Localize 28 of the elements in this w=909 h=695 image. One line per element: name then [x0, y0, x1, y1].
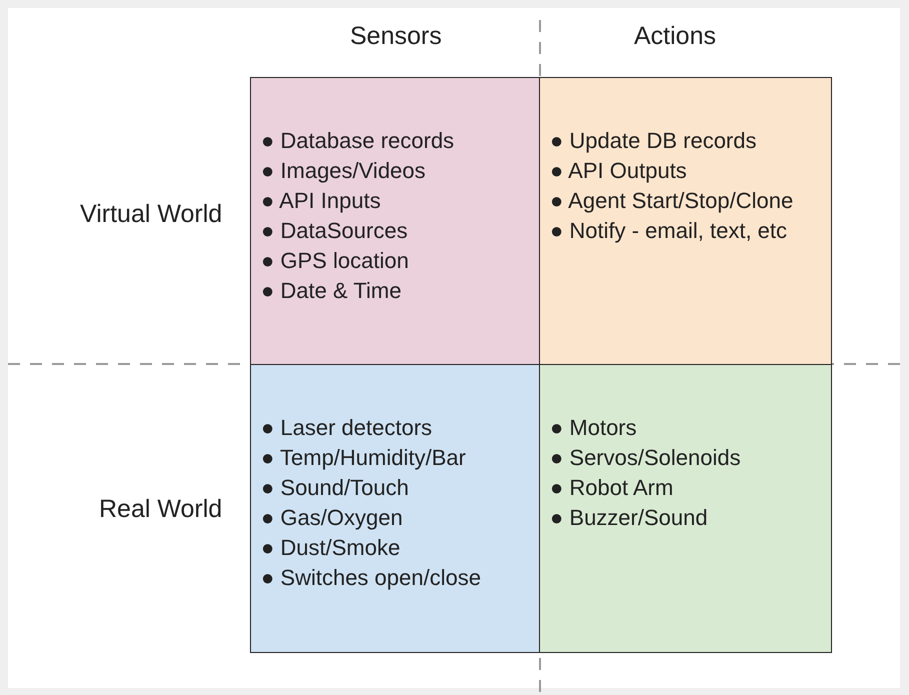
list-item: ● Temp/Humidity/Bar — [261, 444, 467, 472]
list-item: ● Sound/Touch — [261, 474, 410, 502]
list-item: ● API Outputs — [550, 157, 688, 185]
list-item: ● Update DB records — [550, 127, 758, 155]
list-item: ● Notify - email, text, etc — [550, 217, 788, 245]
list-item: ● Robot Arm — [550, 474, 674, 502]
list-item: ● DataSources — [261, 217, 409, 245]
quadrant-box — [250, 77, 541, 365]
list-item: ● Database records — [261, 127, 454, 155]
list-item: ● Date & Time — [261, 277, 402, 305]
list-item: ● Images/Videos — [261, 157, 427, 185]
list-item: ● Motors — [550, 414, 638, 442]
list-item: ● Switches open/close — [261, 564, 481, 592]
quadrant-box — [539, 364, 832, 653]
list-item: ● Laser detectors — [261, 414, 434, 442]
list-item: ● GPS location — [261, 247, 410, 275]
row-heading: Real World — [99, 495, 222, 524]
column-heading: Sensors — [350, 22, 442, 51]
list-item: ● Buzzer/Sound — [550, 504, 709, 532]
quadrant-box — [539, 77, 832, 365]
quadrant-box — [250, 364, 541, 653]
list-item: ● Gas/Oxygen — [261, 504, 404, 532]
row-heading: Virtual World — [80, 200, 222, 229]
list-item: ● Dust/Smoke — [261, 534, 402, 562]
column-heading: Actions — [634, 22, 716, 51]
list-item: ● API Inputs — [261, 187, 382, 215]
list-item: ● Agent Start/Stop/Clone — [550, 187, 794, 215]
list-item: ● Servos/Solenoids — [550, 444, 741, 472]
